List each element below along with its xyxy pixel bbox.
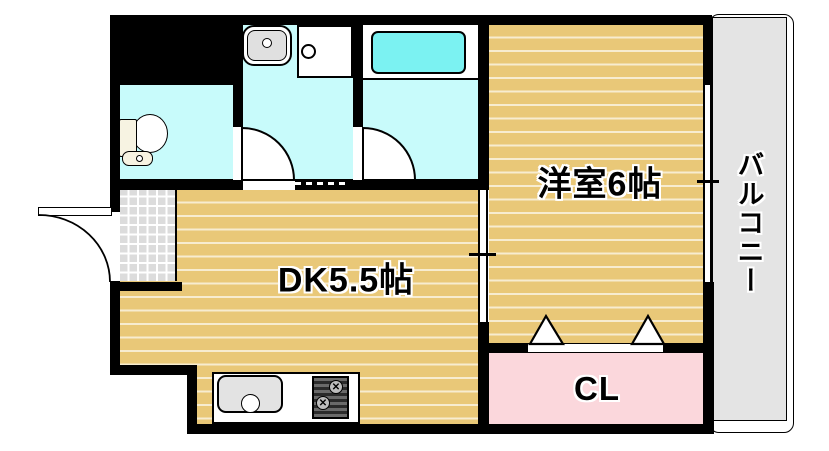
room-label-western: 洋室6帖	[537, 165, 663, 204]
toilet-door-arc	[241, 126, 296, 181]
closet-door-triangle-icon	[630, 313, 666, 346]
sliding-door	[478, 190, 488, 322]
wall-bottom	[187, 424, 714, 434]
room-western-floor	[489, 25, 703, 343]
bathroom-door-arc	[362, 126, 417, 181]
kitchen-sink-drain	[241, 394, 260, 413]
balcony-floor	[712, 17, 787, 421]
toilet-seat-button	[136, 155, 143, 162]
wall-right-lower	[703, 282, 714, 434]
bathroom-door-opening	[353, 127, 363, 180]
stove-burner-icon: ✕	[329, 380, 343, 394]
entrance-door-opening	[110, 212, 120, 281]
wall-partition-lower	[478, 322, 489, 424]
closet-folding-door	[528, 344, 663, 352]
wall-genkan-step	[110, 282, 182, 291]
room-label-closet: CL	[574, 370, 620, 407]
stove-burner-icon: ✕	[316, 396, 330, 410]
toilet-bowl-icon	[132, 114, 168, 153]
wall-notch-horizontal	[110, 365, 197, 375]
wall-notch-vertical	[187, 365, 197, 434]
room-label-balcony: バルコニー	[733, 150, 764, 296]
wall-left-upper	[110, 15, 120, 212]
closet-door-triangle-icon	[528, 313, 565, 346]
balcony-window-tick	[697, 180, 719, 183]
entrance-door-leaf	[38, 207, 112, 216]
wall-toilet-washroom	[233, 85, 243, 127]
bathtub	[371, 31, 466, 74]
outside-notch	[0, 375, 187, 451]
wall-left-lower	[110, 281, 120, 375]
wall-top	[110, 15, 712, 25]
wall-right-upper	[703, 15, 712, 86]
washroom-doorway	[243, 180, 295, 190]
wash-basin-drain	[262, 38, 272, 48]
entrance-door-arc	[38, 214, 111, 283]
room-label-dk: DK5.5帖	[277, 261, 415, 300]
opening-dashed-line	[295, 182, 345, 185]
washing-machine-pan-icon	[297, 25, 353, 78]
wall-bathroom-right	[478, 15, 489, 190]
washing-machine-drain	[301, 44, 316, 59]
toilet-door-opening	[233, 127, 243, 180]
wash-basin-bowl	[247, 30, 287, 61]
room-closet-floor	[489, 353, 703, 424]
genkan-tiles	[120, 190, 177, 281]
balcony-window	[703, 85, 712, 282]
sliding-door-tick	[469, 253, 496, 256]
wall-topleft-block	[110, 15, 243, 85]
wall-washroom-bathroom	[353, 25, 363, 127]
